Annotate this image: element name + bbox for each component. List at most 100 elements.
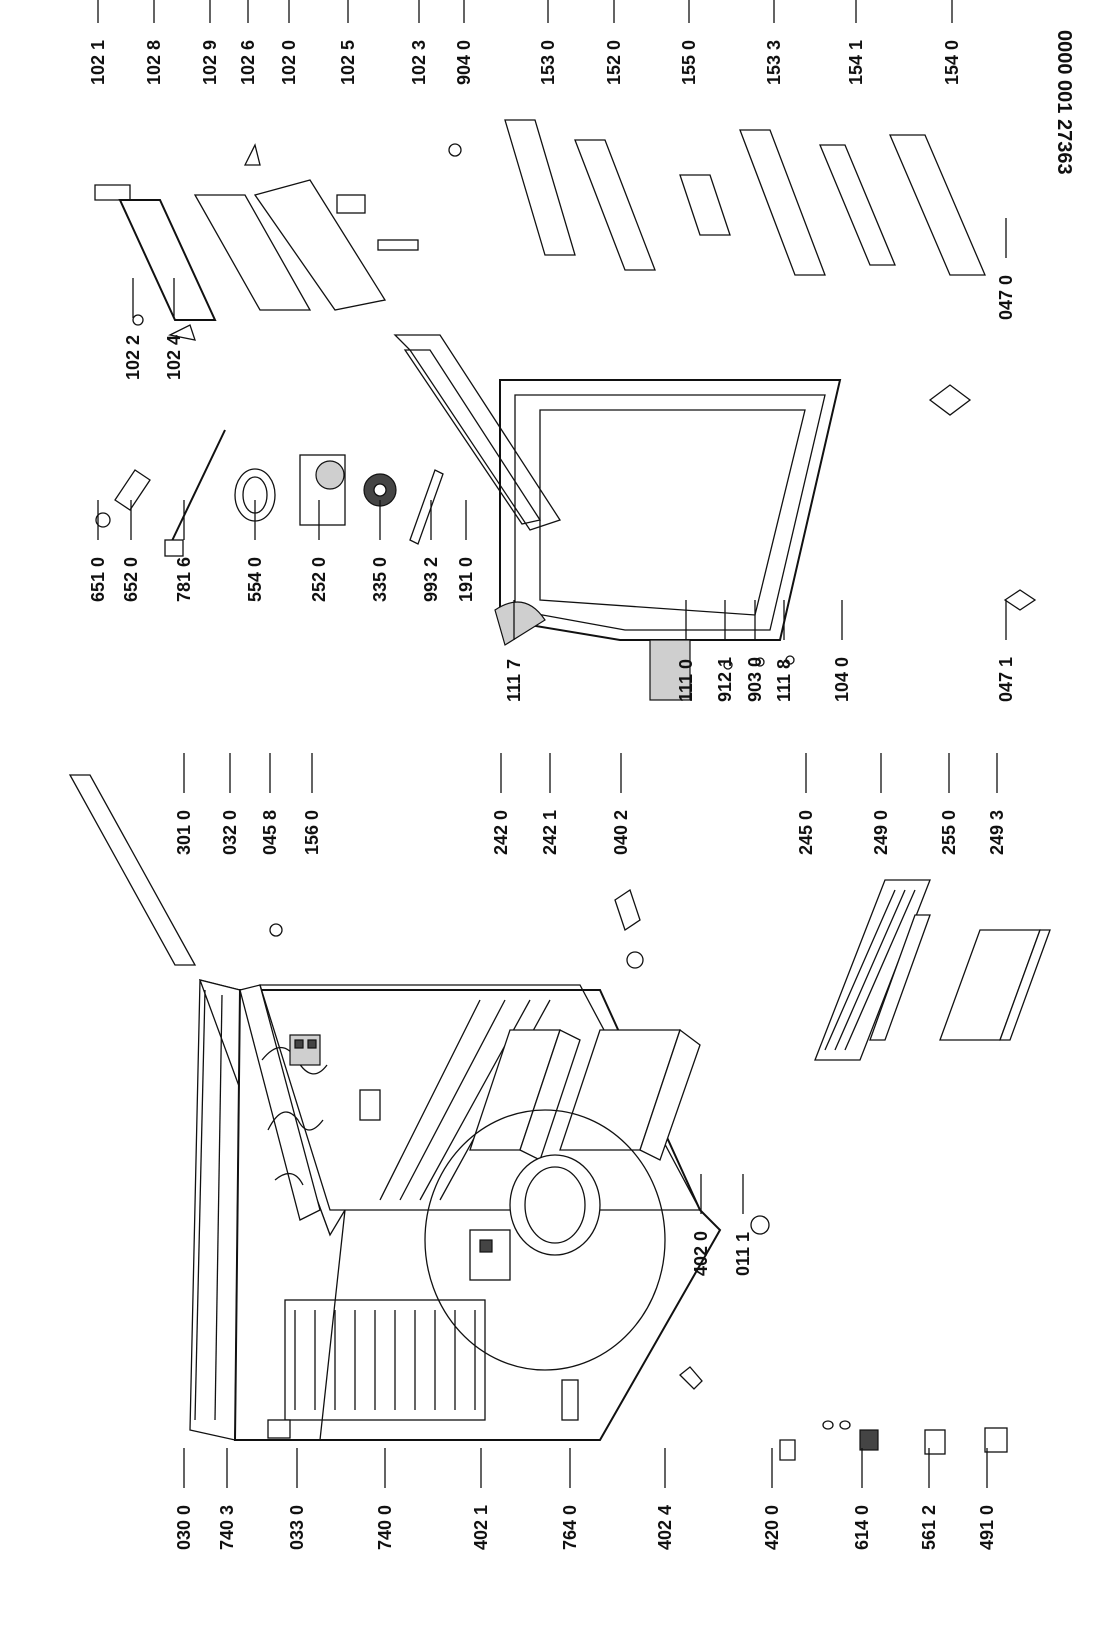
condenser-frame [284,1299,486,1421]
cover-491-0 [984,1427,1008,1453]
callout-label-c2550: 255 0 [939,810,959,855]
callout-label-c0471: 047 1 [996,657,1016,702]
callout-label-c6520: 652 0 [121,557,141,602]
callout-label-c1520: 152 0 [604,40,624,85]
relay-box [469,1229,511,1281]
leader-lines [97,0,1007,1488]
callout-label-c0300: 030 0 [174,1505,194,1550]
part-102-1 [94,184,131,201]
frame-102-9 [193,194,312,311]
electrical-parts [779,1420,1008,1461]
callout-label-c1025: 102 5 [338,40,358,85]
top-trim-strip [68,774,197,966]
callout-label-c2421: 242 1 [540,810,560,855]
thermostat-box [359,1089,381,1121]
door-balconies [504,119,986,276]
callout-label-c1533: 153 3 [764,40,784,85]
callout-label-c1541: 154 1 [846,40,866,85]
control-parts [95,429,444,557]
callout-label-c1022: 102 2 [123,335,143,380]
lamp-holder [114,469,151,511]
callout-label-c1023: 102 3 [409,40,429,85]
clip-402-4 [679,1366,703,1390]
callout-label-c7816: 781 6 [174,557,194,602]
callout-label-c9040: 904 0 [454,40,474,85]
callout-label-c1024: 102 4 [164,335,184,380]
door-gasket [393,334,562,531]
compressor [509,1154,601,1256]
callout-label-c5540: 554 0 [245,557,265,602]
callout-label-c2450: 245 0 [796,810,816,855]
part-102-4 [168,324,196,341]
callout-label-c1550: 155 0 [679,40,699,85]
callout-label-c0458: 045 8 [260,810,280,855]
relay-614-0 [859,1429,879,1451]
upper-hinge [928,384,972,416]
callout-label-c1029: 102 9 [200,40,220,85]
screw-912-1 [723,660,733,670]
balcony-154-1 [819,144,896,266]
callout-label-c9932: 993 2 [421,557,441,602]
callout-label-c2420: 242 0 [491,810,511,855]
door-handle [649,639,691,701]
part-102-3 [377,239,419,251]
callout-label-c1540: 154 0 [942,40,962,85]
seal-102-8 [118,199,217,321]
callout-label-c4020: 402 0 [691,1231,711,1276]
callout-label-c1020: 102 0 [279,40,299,85]
callout-label-c2493: 249 3 [987,810,1007,855]
shelves-drawing [814,879,1051,1061]
callout-label-c0111: 011 1 [733,1232,753,1276]
balcony-154-0 [889,134,986,276]
callout-label-c4024: 402 4 [655,1505,675,1550]
egg-tray-155-0 [679,174,731,236]
callout-label-c9121: 912 1 [715,657,735,702]
screw-111-8 [785,655,795,665]
handle-cap [494,601,546,646]
door-hinge-047-1 [1003,589,1037,611]
door-frame-outer [499,379,842,641]
callout-label-c4910: 491 0 [977,1505,997,1550]
callout-label-c1530: 153 0 [538,40,558,85]
callout-label-c1040: 104 0 [832,657,852,702]
shelf-trim-249-3 [999,929,1051,1041]
document-id: 0000 001 27363 [1053,30,1075,175]
freezer-compartment [239,984,321,1221]
callout-label-c1560: 156 0 [302,810,322,855]
callout-label-c0330: 033 0 [287,1505,307,1550]
callout-label-c4021: 402 1 [471,1505,491,1550]
balcony-153-0 [504,119,576,256]
lower-hinge [614,888,641,932]
cabinet-body [233,989,722,1441]
callout-label-c9030: 903 0 [745,657,765,702]
bulb [95,512,111,528]
door-frame-inner [514,394,826,631]
start-capacitor [779,1439,796,1461]
callout-label-c1028: 102 8 [144,40,164,85]
callout-label-c6140: 614 0 [852,1505,872,1550]
balcony-153-3 [739,129,826,276]
callout-label-c0320: 032 0 [220,810,240,855]
callout-label-c3350: 335 0 [370,557,390,602]
callout-label-c6510: 651 0 [88,557,108,602]
callout-label-c1026: 102 6 [238,40,258,85]
dryer-filter [561,1379,579,1421]
part-102-6 [243,143,261,166]
screw-045-8 [269,923,283,937]
callout-label-c1118: 111 8 [774,659,794,702]
crisper-drawer-upper-side [519,1029,581,1161]
door-drawing [393,334,1037,701]
wire-shelf [814,879,931,1061]
callout-label-c7640: 764 0 [560,1505,580,1550]
cabinet-drawing [68,774,770,1441]
callout-label-c5612: 561 2 [919,1505,939,1550]
callout-label-c2490: 249 0 [871,810,891,855]
balcony-152-0 [574,139,656,271]
freezer-door-parts [94,143,462,341]
callout-label-c0402: 040 2 [611,810,631,855]
inner-liner-opening [259,984,702,1211]
callout-label-c1021: 102 1 [88,40,108,85]
callout-label-c7400: 740 0 [375,1505,395,1550]
callout-label-c4200: 420 0 [762,1505,782,1550]
